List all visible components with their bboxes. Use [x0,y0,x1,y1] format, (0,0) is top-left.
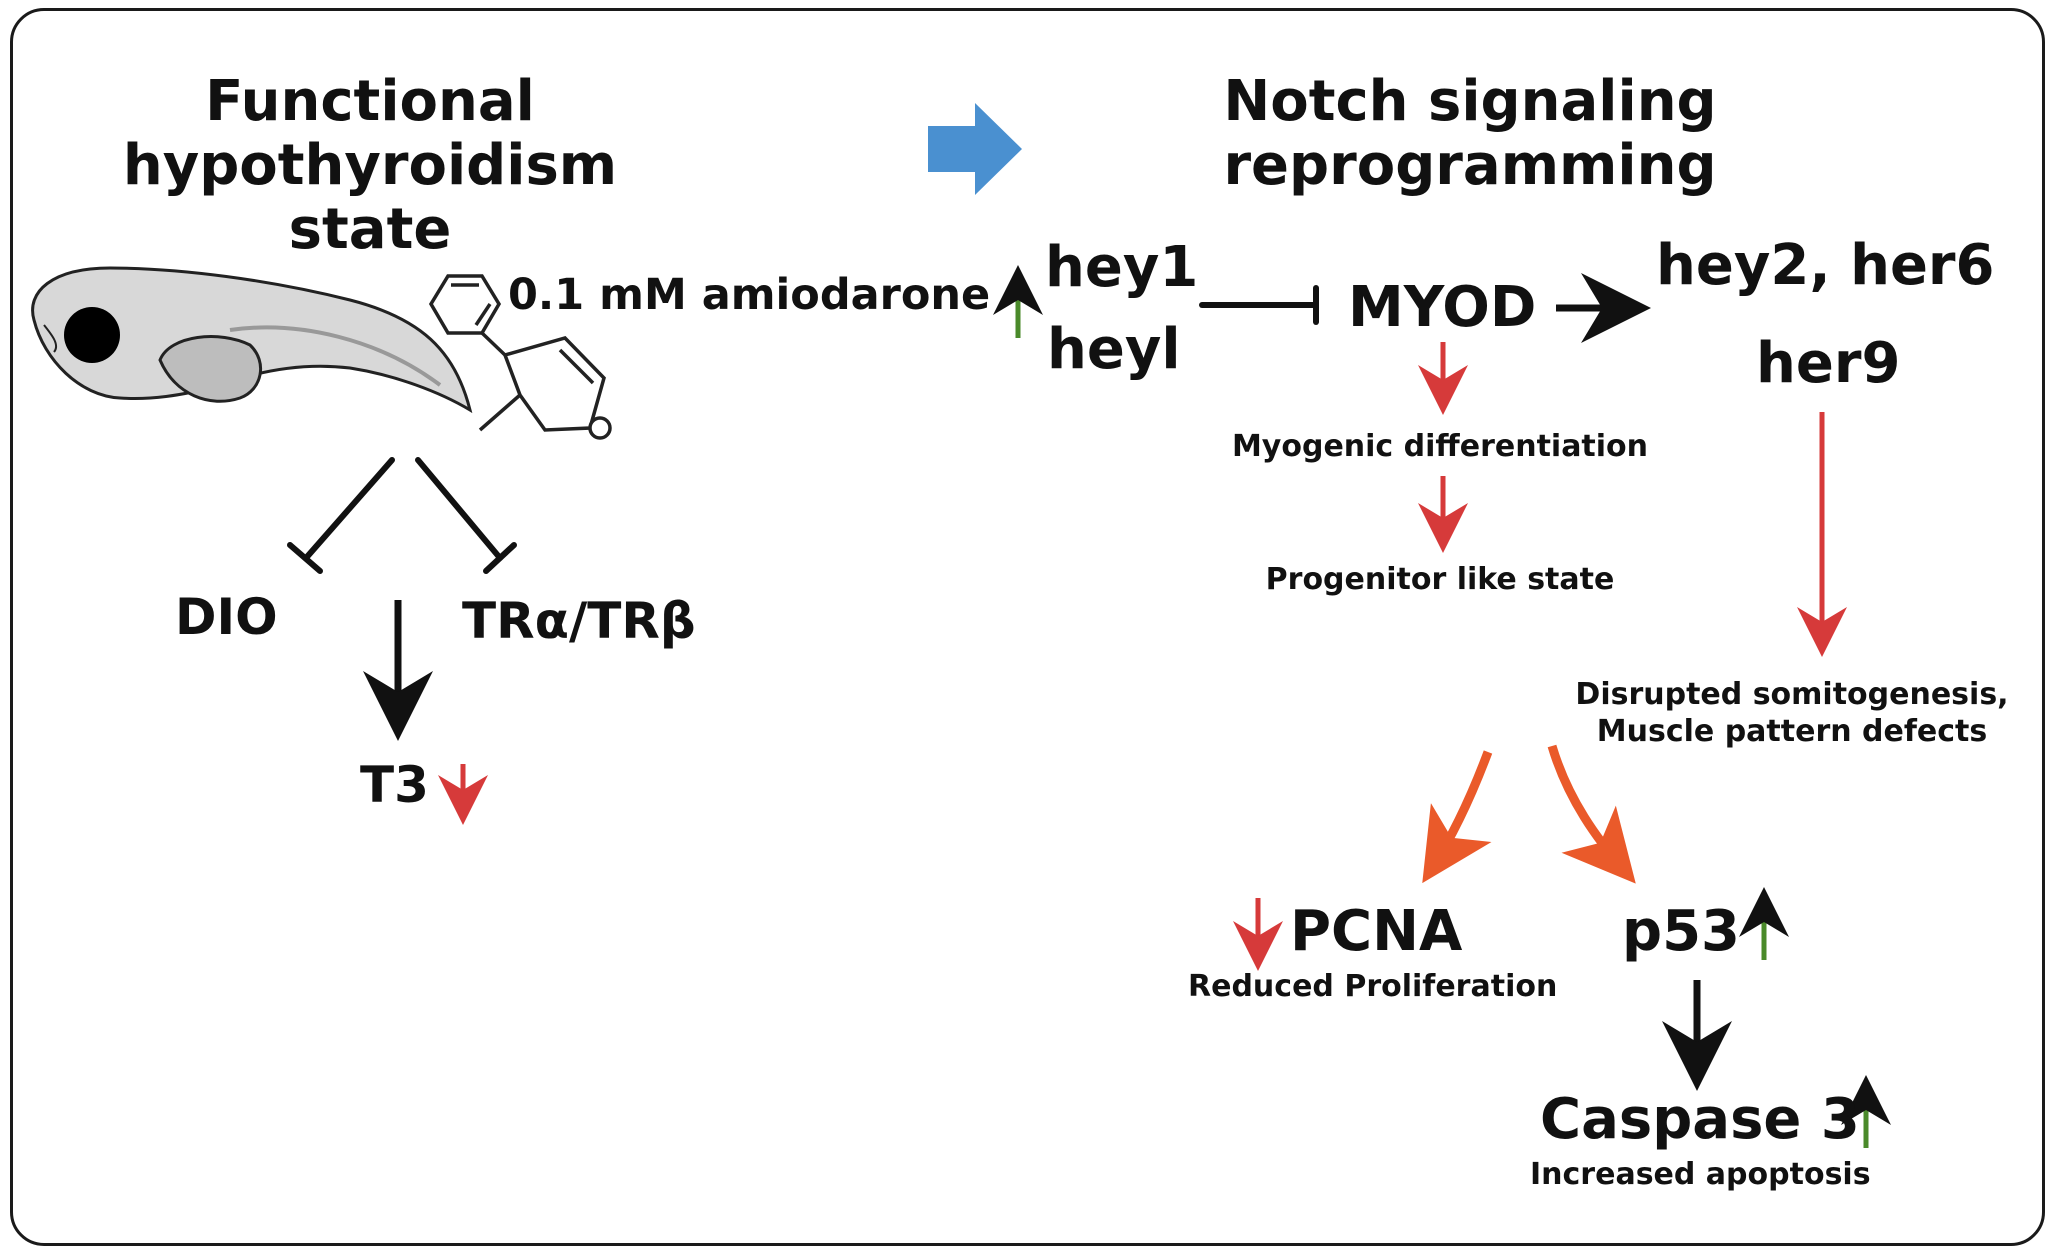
to-pcna-arrow [1422,750,1493,884]
label-proliferation: Reduced Proliferation [1188,969,1558,1004]
inhibit-myod-arrow [1199,285,1319,325]
node-heyl: heyl [1047,317,1181,382]
node-her9: her9 [1756,331,1901,396]
node-hey2-her6: hey2, her6 [1656,233,1995,298]
process-arrow-icon [928,103,1022,195]
node-caspase3: Caspase 3 [1540,1087,1860,1152]
label-progenitor: Progenitor like state [1265,562,1615,597]
amiodarone-structure-icon [428,274,612,440]
left-title: Functional hypothyroidism state [122,69,618,262]
node-t3: T3 [360,756,429,814]
inhibit-tr-arrow [415,457,517,574]
to-p53-arrow [1547,744,1636,884]
inhibit-dio-arrow [287,457,395,574]
node-p53: p53 [1622,899,1741,964]
node-pcna: PCNA [1290,899,1463,964]
node-myod: MYOD [1348,275,1537,340]
label-myogenic: Myogenic differentiation [1231,429,1649,464]
node-hey1: hey1 [1045,235,1199,300]
node-dio: DIO [175,588,278,646]
right-title: Notch signaling reprogramming [1223,69,1717,198]
label-somitogenesis: Disrupted somitogenesis, Muscle pattern … [1575,677,2009,749]
treatment-label: 0.1 mM amiodarone [508,270,991,320]
node-tr: TRα/TRβ [462,592,696,650]
label-apoptosis: Increased apoptosis [1530,1157,1871,1192]
zebrafish-larva-icon [31,266,473,414]
